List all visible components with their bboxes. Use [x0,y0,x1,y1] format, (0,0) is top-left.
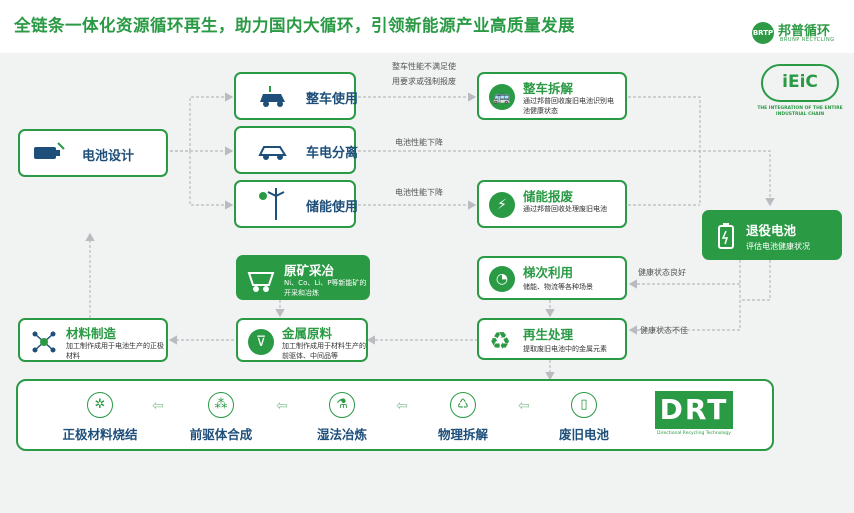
brunp-subtitle: BRUNP RECYCLING [780,37,835,43]
node-mining: 原矿采冶 Ni、Co、Li、P等新能矿的开采和冶炼 [236,255,370,300]
note-performance-2: 电池性能下降 [395,188,443,197]
molecule-icon [30,328,58,356]
note-performance-1: 电池性能下降 [395,138,443,147]
node-storage-use: 储能使用 [234,180,359,228]
node-vehicle-dismantle-label: 整车拆解 [523,81,574,96]
node-vehicle-use-label: 整车使用 [306,92,359,107]
node-metal-material: ⊽ 金属原料 加工制作成用于材料生产的前驱体、中间品等 [236,318,368,362]
node-separation: 车电分离 [234,126,359,174]
step-physical-dismantling: ♺ 物理拆解 [423,392,503,443]
note-health-poor: 健康状态不佳 [640,326,688,335]
recycle-icon: ♻ [489,327,511,355]
drt-subtitle: Directional Recycling Technology [657,431,731,436]
node-material-manufacturing-label: 材料制造 [66,326,117,341]
node-storage-scrap-desc: 通过邦普回收处理废旧电池 [523,205,607,213]
drt-mark: DRT [655,391,733,429]
battery-icon: ▯ [571,392,597,418]
arrow-left-icon: ⇦ [152,398,164,414]
brunp-name: 邦普循环 [778,24,831,39]
node-retired-battery-label: 退役电池 [746,223,797,238]
node-material-manufacturing-desc: 加工制作成用于电池生产的正极材料 [66,342,164,360]
node-regeneration: ♻ 再生处理 提取废旧电池中的金属元素 [477,318,627,360]
electric-car-icon [256,84,290,110]
arrow-left-icon: ⇦ [276,398,288,414]
step-precursor-synthesis: ⁂ 前驱体合成 [181,392,261,443]
node-metal-material-desc: 加工制作成用于材料生产的前驱体、中间品等 [282,342,366,360]
mine-cart-icon [246,265,276,293]
battery-icon [716,222,736,250]
funnel-icon: ⊽ [248,329,274,355]
step-waste-battery: ▯ 废旧电池 [544,392,624,443]
node-battery-design-label: 电池设计 [82,149,135,164]
ieic-caption: THE INTEGRATION OF THE ENTIRE INDUSTRIAL… [757,106,843,117]
node-echelon-use-label: 梯次利用 [523,265,574,280]
brunp-logo: BRTP 邦普循环 BRUNP RECYCLING [752,20,842,50]
wind-turbine-icon [256,188,290,222]
node-storage-scrap: ⚡ 储能报废 通过邦普回收处理废旧电池 [477,180,627,228]
node-vehicle-dismantle: 🚌 整车拆解 通过邦普回收废旧电池识别电池健康状态 [477,72,627,120]
arrow-left-icon: ⇦ [396,398,408,414]
flask-icon: ⚗ [329,392,355,418]
node-separation-label: 车电分离 [306,146,359,161]
lightning-icon: ⚡ [489,192,515,218]
step-label: 湿法冶炼 [316,427,367,442]
arrow-left-icon: ⇦ [518,398,530,414]
note-health-good: 健康状态良好 [638,268,686,277]
node-material-manufacturing: 材料制造 加工制作成用于电池生产的正极材料 [18,318,168,362]
page-title: 全链条一体化资源循环再生，助力国内大循环，引领新能源产业高质量发展 [14,16,575,35]
node-regeneration-desc: 提取废旧电池中的金属元素 [523,345,607,353]
step-label: 前驱体合成 [189,427,253,442]
truck-icon: 🚌 [489,84,515,110]
node-vehicle-use: 整车使用 [234,72,359,120]
ieic-logo: iEiC THE INTEGRATION OF THE ENTIRE INDUS… [755,64,845,124]
node-battery-design: 电池设计 [18,129,168,177]
node-mining-desc: Ni、Co、Li、P等新能矿的开采和冶炼 [284,279,367,297]
note-vehicle-line1: 整车性能不满足使 [392,62,456,71]
ieic-mark: iEiC [761,64,839,102]
node-echelon-use: ◔ 梯次利用 储能、物流等各种场景 [477,256,627,300]
recycle-icon: ♺ [450,392,476,418]
synthesis-icon: ⁂ [208,392,234,418]
pie-chart-icon: ◔ [489,266,515,292]
node-retired-battery: 退役电池 评估电池健康状况 [702,210,842,260]
step-label: 正极材料烧结 [62,427,138,442]
node-retired-battery-desc: 评估电池健康状况 [746,242,810,251]
note-vehicle-line2: 用要求或强制报废 [392,77,456,86]
step-hydrometallurgy: ⚗ 湿法冶炼 [302,392,382,443]
node-metal-material-label: 金属原料 [282,326,333,341]
drt-logo: DRT Directional Recycling Technology [655,391,733,441]
node-storage-use-label: 储能使用 [306,200,359,215]
step-label: 废旧电池 [558,427,609,442]
brunp-logo-icon: BRTP [752,22,774,44]
car-icon [256,139,290,163]
node-storage-scrap-label: 储能报废 [523,189,574,204]
sinter-icon: ✲ [87,392,113,418]
recycling-process-bar [16,379,774,451]
node-vehicle-dismantle-desc: 通过邦普回收废旧电池识别电池健康状态 [523,97,614,115]
battery-pack-icon [32,141,66,165]
step-label: 物理拆解 [437,427,488,442]
step-cathode-sintering: ✲ 正极材料烧结 [60,392,140,443]
node-echelon-use-desc: 储能、物流等各种场景 [523,283,593,291]
node-mining-label: 原矿采冶 [284,263,335,278]
node-regeneration-label: 再生处理 [523,327,574,342]
